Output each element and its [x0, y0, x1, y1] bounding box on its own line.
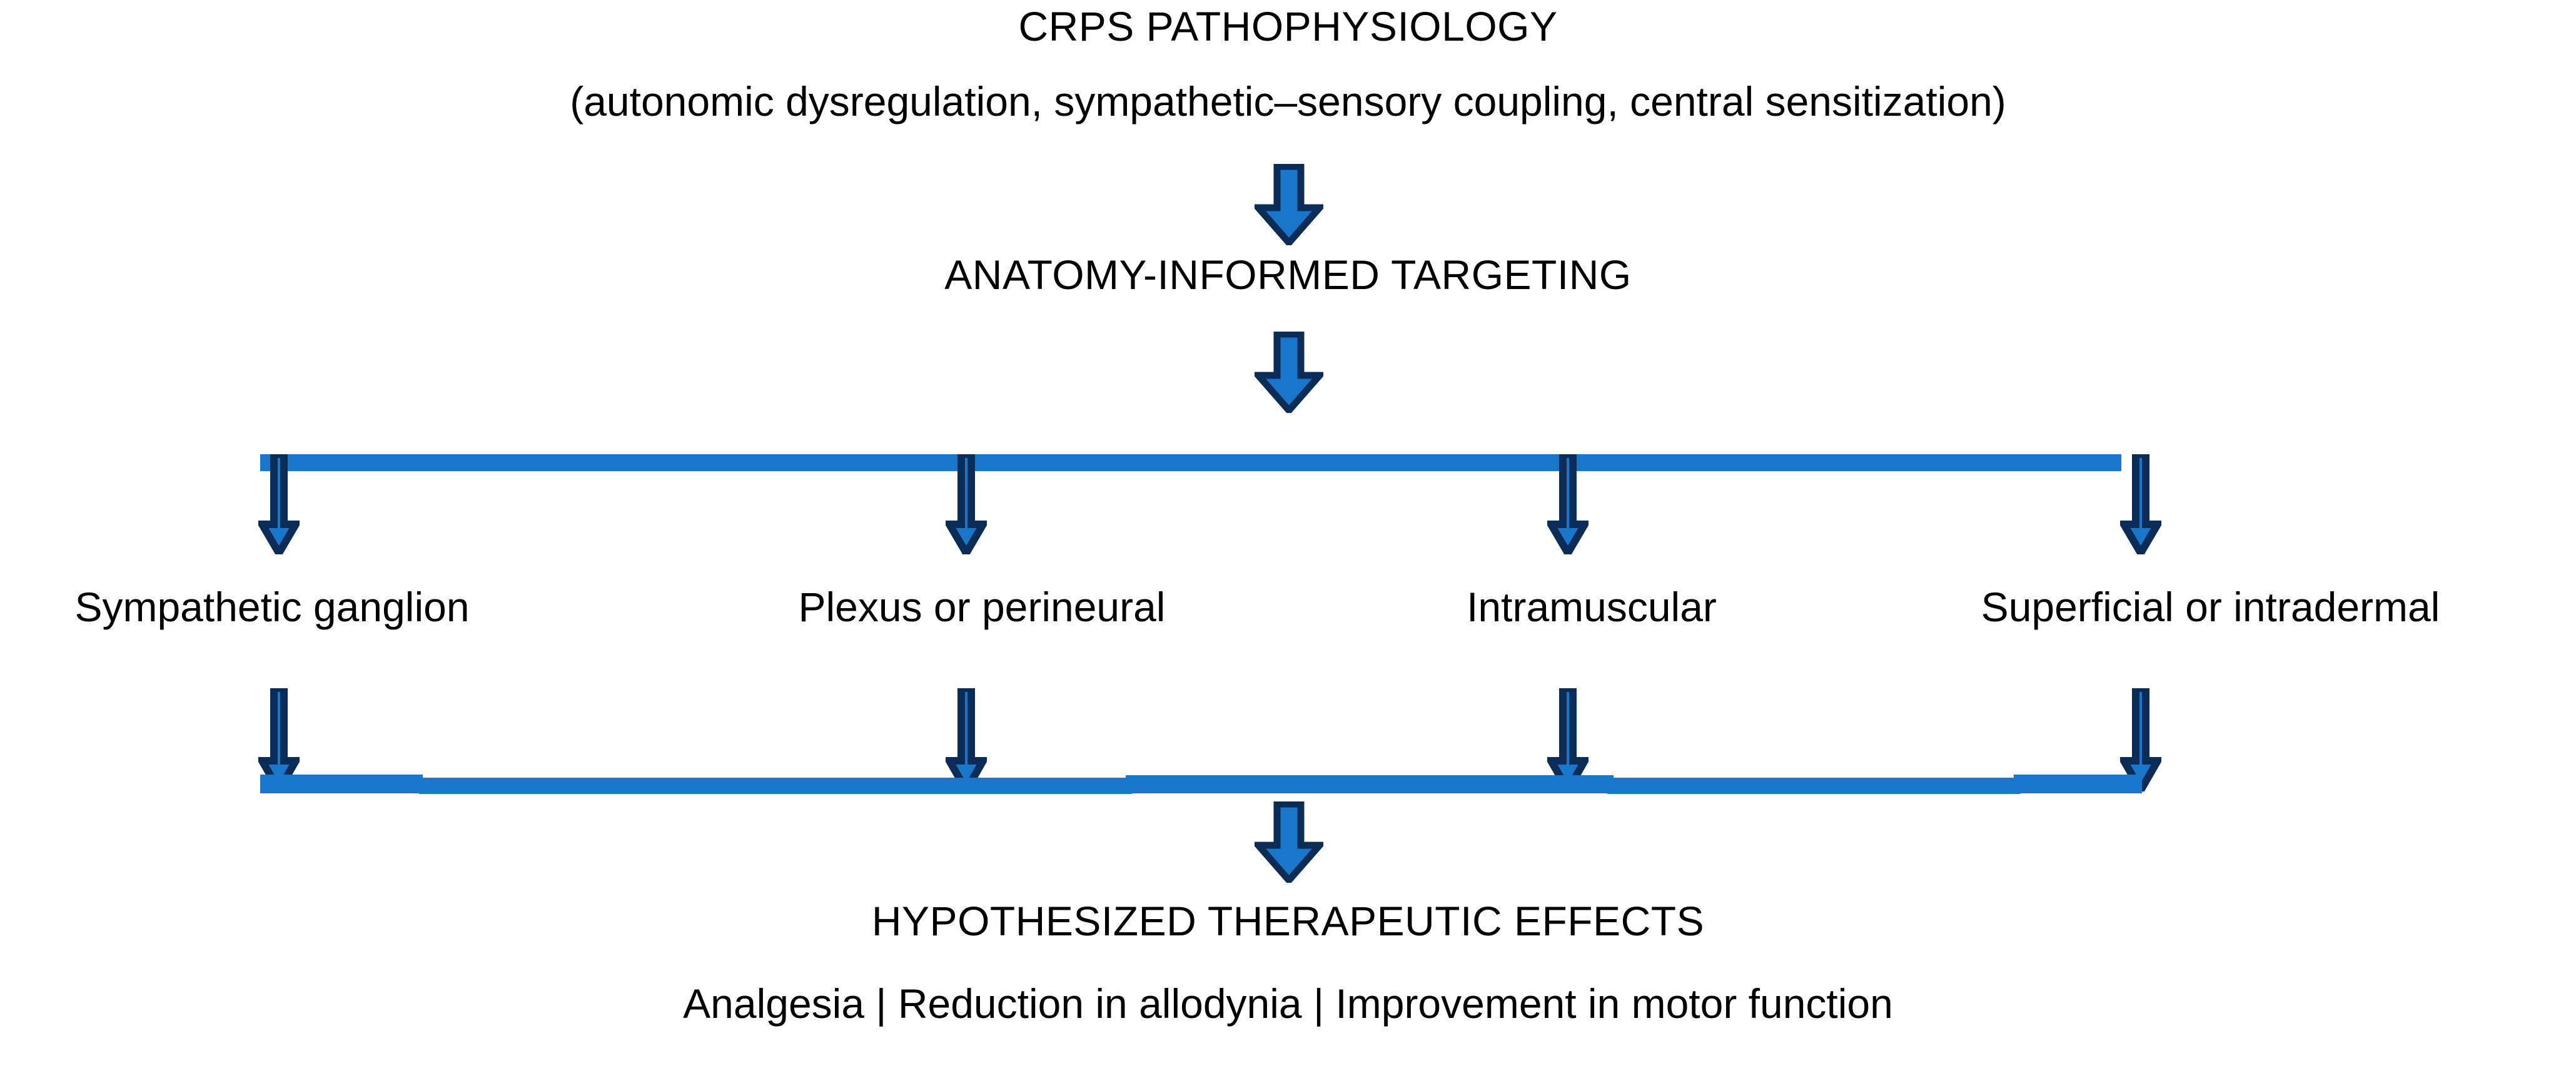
- convergence-bar-segment-2: [419, 778, 1132, 794]
- branch-label-intramuscular: Intramuscular: [1467, 584, 1717, 630]
- branch-distribution-bar-top: [260, 454, 2121, 471]
- branch-label-plexus-or-perineural: Plexus or perineural: [798, 584, 1166, 630]
- branch-label-superficial-or-intradermal: Superficial or intradermal: [1981, 584, 2440, 630]
- convergence-bar-segment-5: [2014, 775, 2142, 793]
- effects-detail-line: Analgesia | Reduction in allodynia | Imp…: [683, 980, 1893, 1027]
- down-arrow-icon-branches-to-effects: [1255, 801, 1323, 883]
- convergence-bar-segment-4: [1607, 778, 2020, 794]
- convergence-bar-segment-1: [260, 775, 423, 793]
- down-arrow-icon-pathophysiology-to-targeting: [1255, 164, 1323, 245]
- page-title: CRPS PATHOPHYSIOLOGY: [1018, 3, 1558, 49]
- stage-anatomy-informed-targeting: ANATOMY-INFORMED TARGETING: [944, 252, 1632, 298]
- page-subtitle: (autonomic dysregulation, sympathetic–se…: [570, 78, 2006, 125]
- converge-arrow-down-plexus-or-perineural: [946, 688, 987, 791]
- converge-arrow-down-superficial-or-intradermal: [2120, 688, 2161, 791]
- branch-arrow-down-plexus-or-perineural: [946, 454, 987, 554]
- branch-arrow-down-superficial-or-intradermal: [2120, 454, 2161, 554]
- down-arrow-icon-targeting-to-branches: [1255, 332, 1323, 413]
- branch-arrow-down-intramuscular: [1547, 454, 1589, 554]
- branch-arrow-down-sympathetic-ganglion: [258, 454, 300, 554]
- convergence-bar-segment-3: [1126, 775, 1614, 793]
- stage-hypothesized-therapeutic-effects: HYPOTHESIZED THERAPEUTIC EFFECTS: [871, 898, 1705, 944]
- branch-label-sympathetic-ganglion: Sympathetic ganglion: [74, 584, 470, 630]
